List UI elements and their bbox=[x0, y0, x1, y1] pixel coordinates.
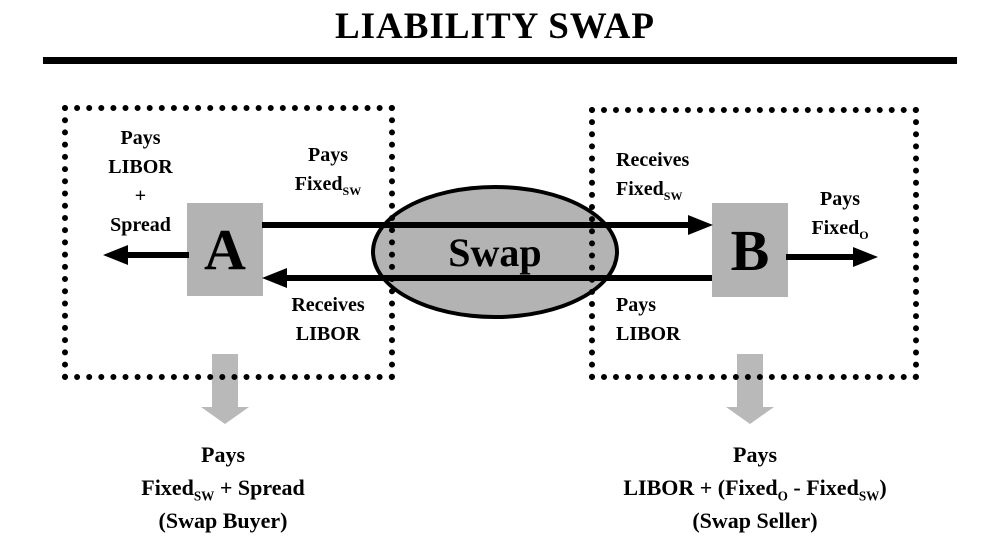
result-swap-buyer: Pays FixedSW + Spread (Swap Buyer) bbox=[141, 442, 305, 533]
swap-ellipse: Swap bbox=[371, 185, 619, 319]
result-swap-seller: Pays LIBOR + (FixedO - FixedSW) (Swap Se… bbox=[623, 442, 887, 533]
label-pays-fixed-o: Pays FixedO bbox=[811, 188, 869, 242]
party-a-box bbox=[62, 105, 395, 380]
down-arrow-a-icon bbox=[212, 354, 238, 407]
down-arrow-a-head-icon bbox=[201, 407, 249, 424]
arrow-b-pays-out-line bbox=[786, 254, 856, 260]
label-pays-libor-spread: Pays LIBOR + Spread bbox=[108, 127, 173, 236]
arrow-b-to-a-line bbox=[284, 275, 712, 281]
arrowhead-a-pays-out-icon bbox=[103, 245, 128, 265]
party-a-node: A bbox=[187, 203, 263, 296]
label-receives-libor: Receives LIBOR bbox=[291, 294, 365, 345]
page-title: LIABILITY SWAP bbox=[334, 6, 656, 47]
arrowhead-a-to-b-icon bbox=[688, 215, 713, 235]
title-underline bbox=[43, 57, 957, 64]
arrow-a-pays-out-line bbox=[127, 252, 189, 258]
party-b-label: B bbox=[730, 217, 770, 283]
arrow-a-to-b-line bbox=[262, 222, 692, 228]
party-b-box bbox=[589, 107, 919, 380]
label-pays-fixed-sw: Pays FixedSW bbox=[294, 144, 362, 198]
arrowhead-b-to-a-icon bbox=[262, 268, 287, 288]
party-b-node: B bbox=[712, 203, 788, 297]
down-arrow-b-head-icon bbox=[726, 407, 774, 424]
label-receives-fixed-sw: Receives FixedSW bbox=[616, 149, 690, 203]
down-arrow-b-icon bbox=[737, 354, 763, 407]
swap-label: Swap bbox=[448, 229, 542, 275]
party-a-label: A bbox=[204, 217, 246, 282]
label-pays-libor: Pays LIBOR bbox=[616, 294, 681, 345]
arrowhead-b-pays-out-icon bbox=[853, 247, 878, 267]
